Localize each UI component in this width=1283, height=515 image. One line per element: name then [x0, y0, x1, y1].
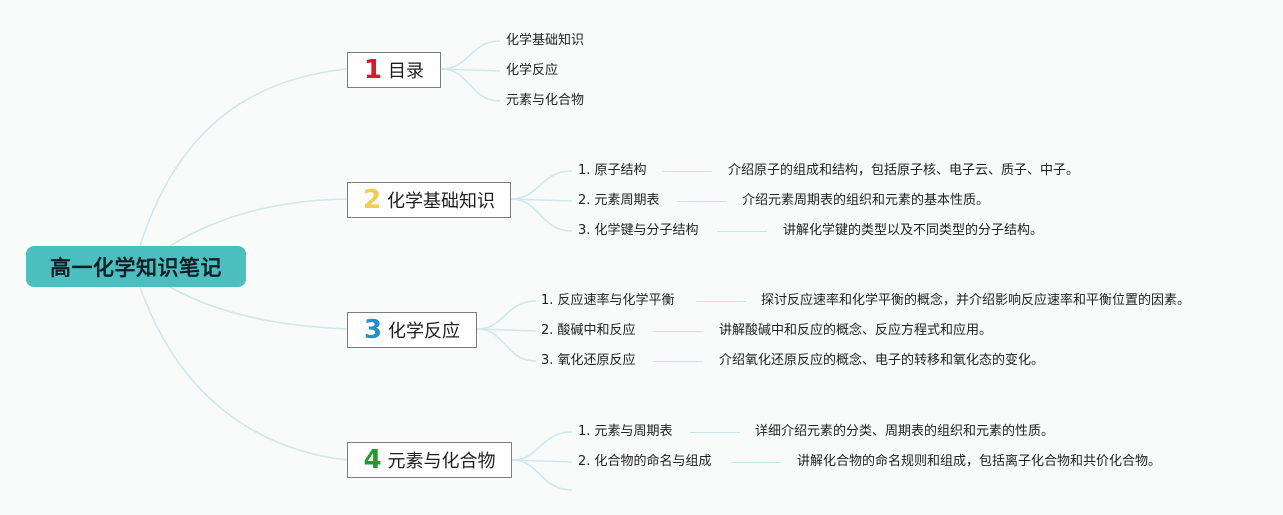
- connector-branch-3-item-2: [476, 328, 537, 332]
- root-node[interactable]: 高一化学知识笔记: [26, 246, 246, 287]
- branch-title-4: 元素与化合物: [387, 451, 496, 472]
- branch-node-2[interactable]: 2 化学基础知识: [347, 182, 511, 218]
- branch-4-item-1-desc: 详细介绍元素的分类、周期表的组织和元素的性质。: [755, 424, 1055, 439]
- connector-branch-3-item-3: [476, 328, 537, 362]
- branch-3-item-3[interactable]: 3. 氧化还原反应: [541, 353, 636, 368]
- branch-number-3: 3: [363, 315, 383, 345]
- connector-root-branch-3: [169, 286, 348, 330]
- connector-root-branch-4: [139, 286, 348, 461]
- connector-branch-1-item-2: [440, 68, 501, 72]
- branch-title-3: 化学反应: [388, 321, 461, 342]
- separator-line: [653, 361, 703, 362]
- connector-root-branch-2: [169, 198, 348, 247]
- branch-number-4: 4: [363, 445, 382, 475]
- branch-number-2: 2: [362, 185, 382, 215]
- connector-branch-2-item-2: [510, 198, 573, 202]
- connector-branch-3-item-1: [476, 300, 537, 330]
- connector-branch-2-item-3: [510, 198, 573, 232]
- branch-4-item-2[interactable]: 2. 化合物的命名与组成: [578, 454, 712, 469]
- branch-4-item-1[interactable]: 1. 元素与周期表: [578, 424, 673, 439]
- branch-3-item-2[interactable]: 2. 酸碱中和反应: [541, 323, 636, 338]
- branch-2-item-1-desc: 介绍原子的组成和结构，包括原子核、电子云、质子、中子。: [728, 163, 1080, 178]
- connector-branch-4-item-empty: [511, 459, 573, 491]
- branch-number-1: 1: [363, 55, 383, 85]
- separator-line: [662, 171, 712, 172]
- separator-line: [731, 462, 781, 463]
- branch-1-item-3[interactable]: 元素与化合物: [506, 93, 585, 108]
- branch-3-item-1[interactable]: 1. 反应速率与化学平衡: [541, 293, 675, 308]
- separator-line: [696, 301, 746, 302]
- connector-branch-4-item-1: [511, 431, 573, 461]
- branch-title-1: 目录: [388, 61, 425, 82]
- branch-node-1[interactable]: 1 目录: [347, 52, 441, 88]
- branch-2-item-1[interactable]: 1. 原子结构: [578, 163, 647, 178]
- connector-branch-4-item-2: [511, 459, 573, 463]
- branch-3-item-3-desc: 介绍氧化还原反应的概念、电子的转移和氧化态的变化。: [719, 353, 1045, 368]
- separator-line: [717, 231, 767, 232]
- separator-line: [653, 331, 703, 332]
- branch-title-2: 化学基础知识: [387, 191, 496, 212]
- branch-node-3[interactable]: 3 化学反应: [347, 312, 477, 348]
- branch-2-item-3[interactable]: 3. 化学键与分子结构: [578, 223, 699, 238]
- connector-branch-2-item-1: [510, 170, 573, 200]
- branch-2-item-2-desc: 介绍元素周期表的组织和元素的基本性质。: [742, 193, 990, 208]
- connector-branch-1-item-3: [440, 68, 501, 102]
- branch-3-item-1-desc: 探讨反应速率和化学平衡的概念，并介绍影响反应速率和平衡位置的因素。: [761, 293, 1191, 308]
- branch-2-item-3-desc: 讲解化学键的类型以及不同类型的分子结构。: [783, 223, 1044, 238]
- connector-branch-1-item-1: [440, 40, 501, 70]
- root-title: 高一化学知识笔记: [50, 255, 222, 280]
- branch-node-4[interactable]: 4 元素与化合物: [347, 442, 512, 478]
- branch-1-item-2[interactable]: 化学反应: [506, 63, 559, 78]
- connector-root-branch-1: [139, 68, 348, 247]
- separator-line: [690, 432, 740, 433]
- branch-4-item-2-desc: 讲解化合物的命名规则和组成，包括离子化合物和共价化合物。: [797, 454, 1162, 469]
- branch-1-item-1[interactable]: 化学基础知识: [506, 33, 585, 48]
- separator-line: [677, 201, 727, 202]
- branch-2-item-2[interactable]: 2. 元素周期表: [578, 193, 660, 208]
- branch-3-item-2-desc: 讲解酸碱中和反应的概念、反应方程式和应用。: [719, 323, 993, 338]
